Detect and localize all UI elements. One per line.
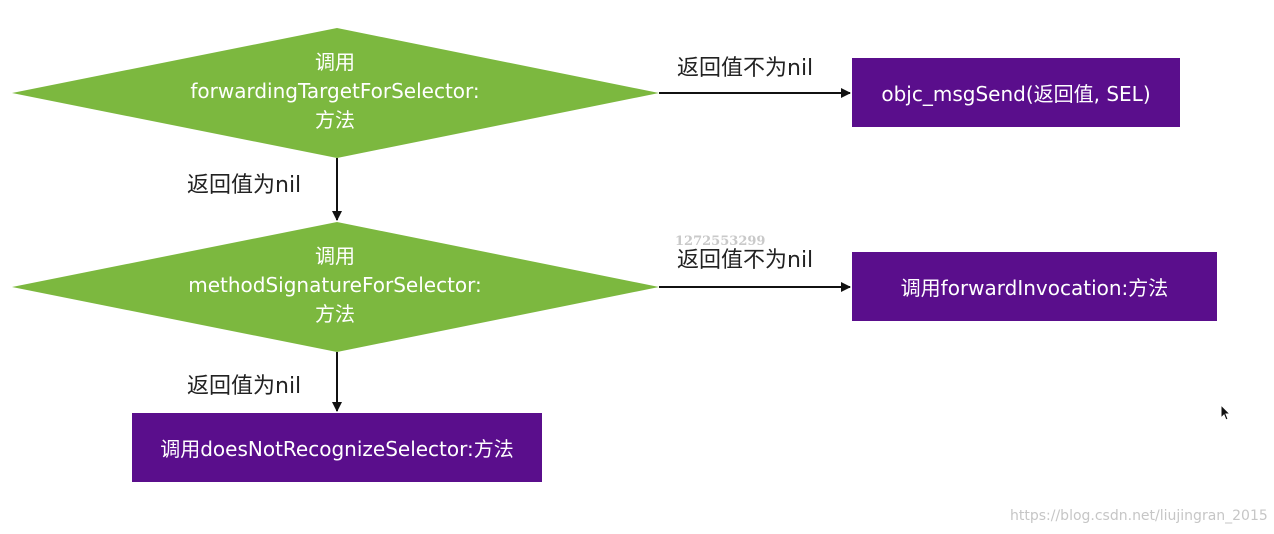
box-objc-msgsend: objc_msgSend(返回值, SEL) [852, 58, 1180, 127]
decision-1-line-1: 调用 [315, 50, 355, 74]
decision-2-line-1: 调用 [315, 244, 355, 268]
decision-2-line-2: methodSignatureForSelector: [188, 273, 482, 297]
decision-2-line-3: 方法 [315, 302, 355, 326]
edge-label-d1-to-d2: 返回值为nil [187, 173, 302, 198]
decision-1-line-2: forwardingTargetForSelector: [190, 79, 480, 103]
edge-label-d2-to-forward: 返回值不为nil [677, 248, 814, 273]
watermark-url: https://blog.csdn.net/liujingran_2015 [1010, 508, 1268, 524]
edge-label-d1-to-msgsend: 返回值不为nil [677, 56, 814, 81]
decision-1-line-3: 方法 [315, 108, 355, 132]
decision-diamond-1 [12, 28, 659, 158]
box-forward-invocation: 调用forwardInvocation:方法 [852, 252, 1217, 321]
decision-2-label: 调用 methodSignatureForSelector: 方法 [185, 242, 485, 329]
box-does-not-recognize-selector: 调用doesNotRecognizeSelector:方法 [132, 413, 542, 482]
decision-1-label: 调用 forwardingTargetForSelector: 方法 [185, 48, 485, 135]
watermark-id: 1272553299 [675, 234, 766, 249]
mouse-pointer-icon [1220, 404, 1232, 421]
edge-label-d2-to-not-recognize: 返回值为nil [187, 374, 302, 399]
decision-diamond-2 [12, 222, 659, 352]
